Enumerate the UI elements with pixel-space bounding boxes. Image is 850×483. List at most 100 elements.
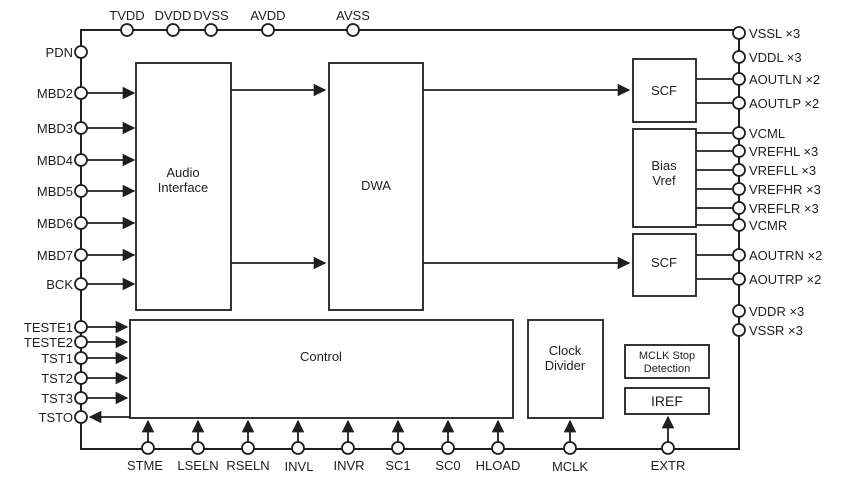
pin-label-avss: AVSS (336, 8, 370, 23)
pin-label-teste2: TESTE2 (24, 335, 73, 350)
pin-lseln (191, 441, 205, 455)
pin-label-sc0: SC0 (435, 458, 460, 473)
pin-mbd6 (74, 216, 88, 230)
pin-label-aoutrn: AOUTRN ×2 (749, 248, 822, 263)
pin-vddl (732, 50, 746, 64)
pin-label-mbd6: MBD6 (37, 216, 73, 231)
pin-label-hload: HLOAD (476, 458, 521, 473)
audio-interface-label-line1: Audio (166, 165, 199, 180)
pin-label-tst3: TST3 (41, 391, 73, 406)
block-mclk-stop-detection (624, 344, 710, 379)
signal-wires (231, 83, 631, 270)
right-pin-wires (696, 78, 733, 280)
pin-label-tvdd: TVDD (109, 8, 144, 23)
pin-label-aoutln: AOUTLN ×2 (749, 72, 820, 87)
pin-vssr (732, 323, 746, 337)
pin-label-vreflr: VREFLR ×3 (749, 201, 819, 216)
pin-label-vssr: VSSR ×3 (749, 323, 803, 338)
pin-invl (291, 441, 305, 455)
pin-invr (341, 441, 355, 455)
pin-label-tst2: TST2 (41, 371, 73, 386)
pin-bck (74, 277, 88, 291)
left-pin-wires (87, 86, 136, 424)
pin-extr (661, 441, 675, 455)
pin-tst2 (74, 371, 88, 385)
pin-label-vddl: VDDL ×3 (749, 50, 802, 65)
pin-label-avdd: AVDD (250, 8, 285, 23)
pin-label-vcml: VCML (749, 126, 785, 141)
bias-vref-label-line1: Bias (651, 158, 677, 173)
pin-label-mbd5: MBD5 (37, 184, 73, 199)
pin-mbd4 (74, 153, 88, 167)
dwa-label: DWA (361, 178, 391, 193)
clock-divider-label-line2: Divider (545, 358, 586, 373)
pin-label-stme: STME (127, 458, 163, 473)
pin-label-aoutlp: AOUTLP ×2 (749, 96, 819, 111)
pin-aoutrp (732, 272, 746, 286)
pin-mclk (563, 441, 577, 455)
pin-label-vcmr: VCMR (749, 218, 787, 233)
pin-label-invr: INVR (333, 458, 364, 473)
pin-label-dvdd: DVDD (155, 8, 192, 23)
pin-label-lseln: LSELN (177, 458, 218, 473)
scf-right-label: SCF (651, 255, 677, 270)
pin-label-vssl: VSSL ×3 (749, 26, 800, 41)
bottom-pins: STME LSELN RSELN INVL INVR SC1 SC0 HLOAD… (127, 441, 685, 474)
pin-vrefll (732, 163, 746, 177)
pin-aoutrn (732, 248, 746, 262)
pin-label-mclk: MCLK (552, 459, 588, 474)
block-dwa (328, 62, 424, 311)
pin-sc1 (391, 441, 405, 455)
pin-sc0 (441, 441, 455, 455)
pin-dvdd (166, 23, 180, 37)
block-control (129, 319, 514, 419)
pin-label-pdn: PDN (46, 45, 73, 60)
pin-label-invl: INVL (285, 459, 314, 474)
pin-tsto (74, 410, 88, 424)
pin-label-mbd3: MBD3 (37, 121, 73, 136)
control-label: Control (300, 349, 342, 364)
chip-boundary (80, 29, 740, 450)
pin-vreflr (732, 201, 746, 215)
pin-label-mbd2: MBD2 (37, 86, 73, 101)
pin-vddr (732, 304, 746, 318)
pin-vcmr (732, 218, 746, 232)
clock-divider-label-line1: Clock (549, 343, 582, 358)
pin-teste2 (74, 335, 88, 349)
pin-rseln (241, 441, 255, 455)
block-labels: Audio Interface DWA SCF Bias Vref SCF Co… (158, 83, 695, 409)
pin-label-mbd7: MBD7 (37, 248, 73, 263)
mclk-stop-detection-label-line1: MCLK Stop (639, 350, 695, 362)
pin-vrefhl (732, 144, 746, 158)
block-clock-divider (527, 319, 604, 419)
pin-mbd3 (74, 121, 88, 135)
bias-vref-label-line2: Vref (652, 173, 676, 188)
pin-label-rseln: RSELN (226, 458, 269, 473)
pin-tvdd (120, 23, 134, 37)
scf-left-label: SCF (651, 83, 677, 98)
audio-interface-label-line2: Interface (158, 180, 209, 195)
pin-tst1 (74, 351, 88, 365)
pin-label-bck: BCK (46, 277, 73, 292)
block-audio-interface (135, 62, 232, 311)
pin-label-sc1: SC1 (385, 458, 410, 473)
pin-aoutln (732, 72, 746, 86)
bottom-pin-wires (141, 415, 675, 442)
pin-pdn (74, 45, 88, 59)
right-pins: VSSL ×3 VDDL ×3 AOUTLN ×2 AOUTLP ×2 VCML… (732, 26, 822, 338)
pin-avss (346, 23, 360, 37)
pin-label-teste1: TESTE1 (24, 320, 73, 335)
block-iref (624, 387, 710, 415)
pin-vrefhr (732, 182, 746, 196)
pin-avdd (261, 23, 275, 37)
blocks (129, 58, 710, 419)
pin-mbd2 (74, 86, 88, 100)
pin-vssl (732, 26, 746, 40)
pin-label-vrefhr: VREFHR ×3 (749, 182, 821, 197)
pin-label-vrefll: VREFLL ×3 (749, 163, 816, 178)
mclk-stop-detection-label-line2: Detection (644, 363, 690, 375)
pin-mbd7 (74, 248, 88, 262)
pin-hload (491, 441, 505, 455)
